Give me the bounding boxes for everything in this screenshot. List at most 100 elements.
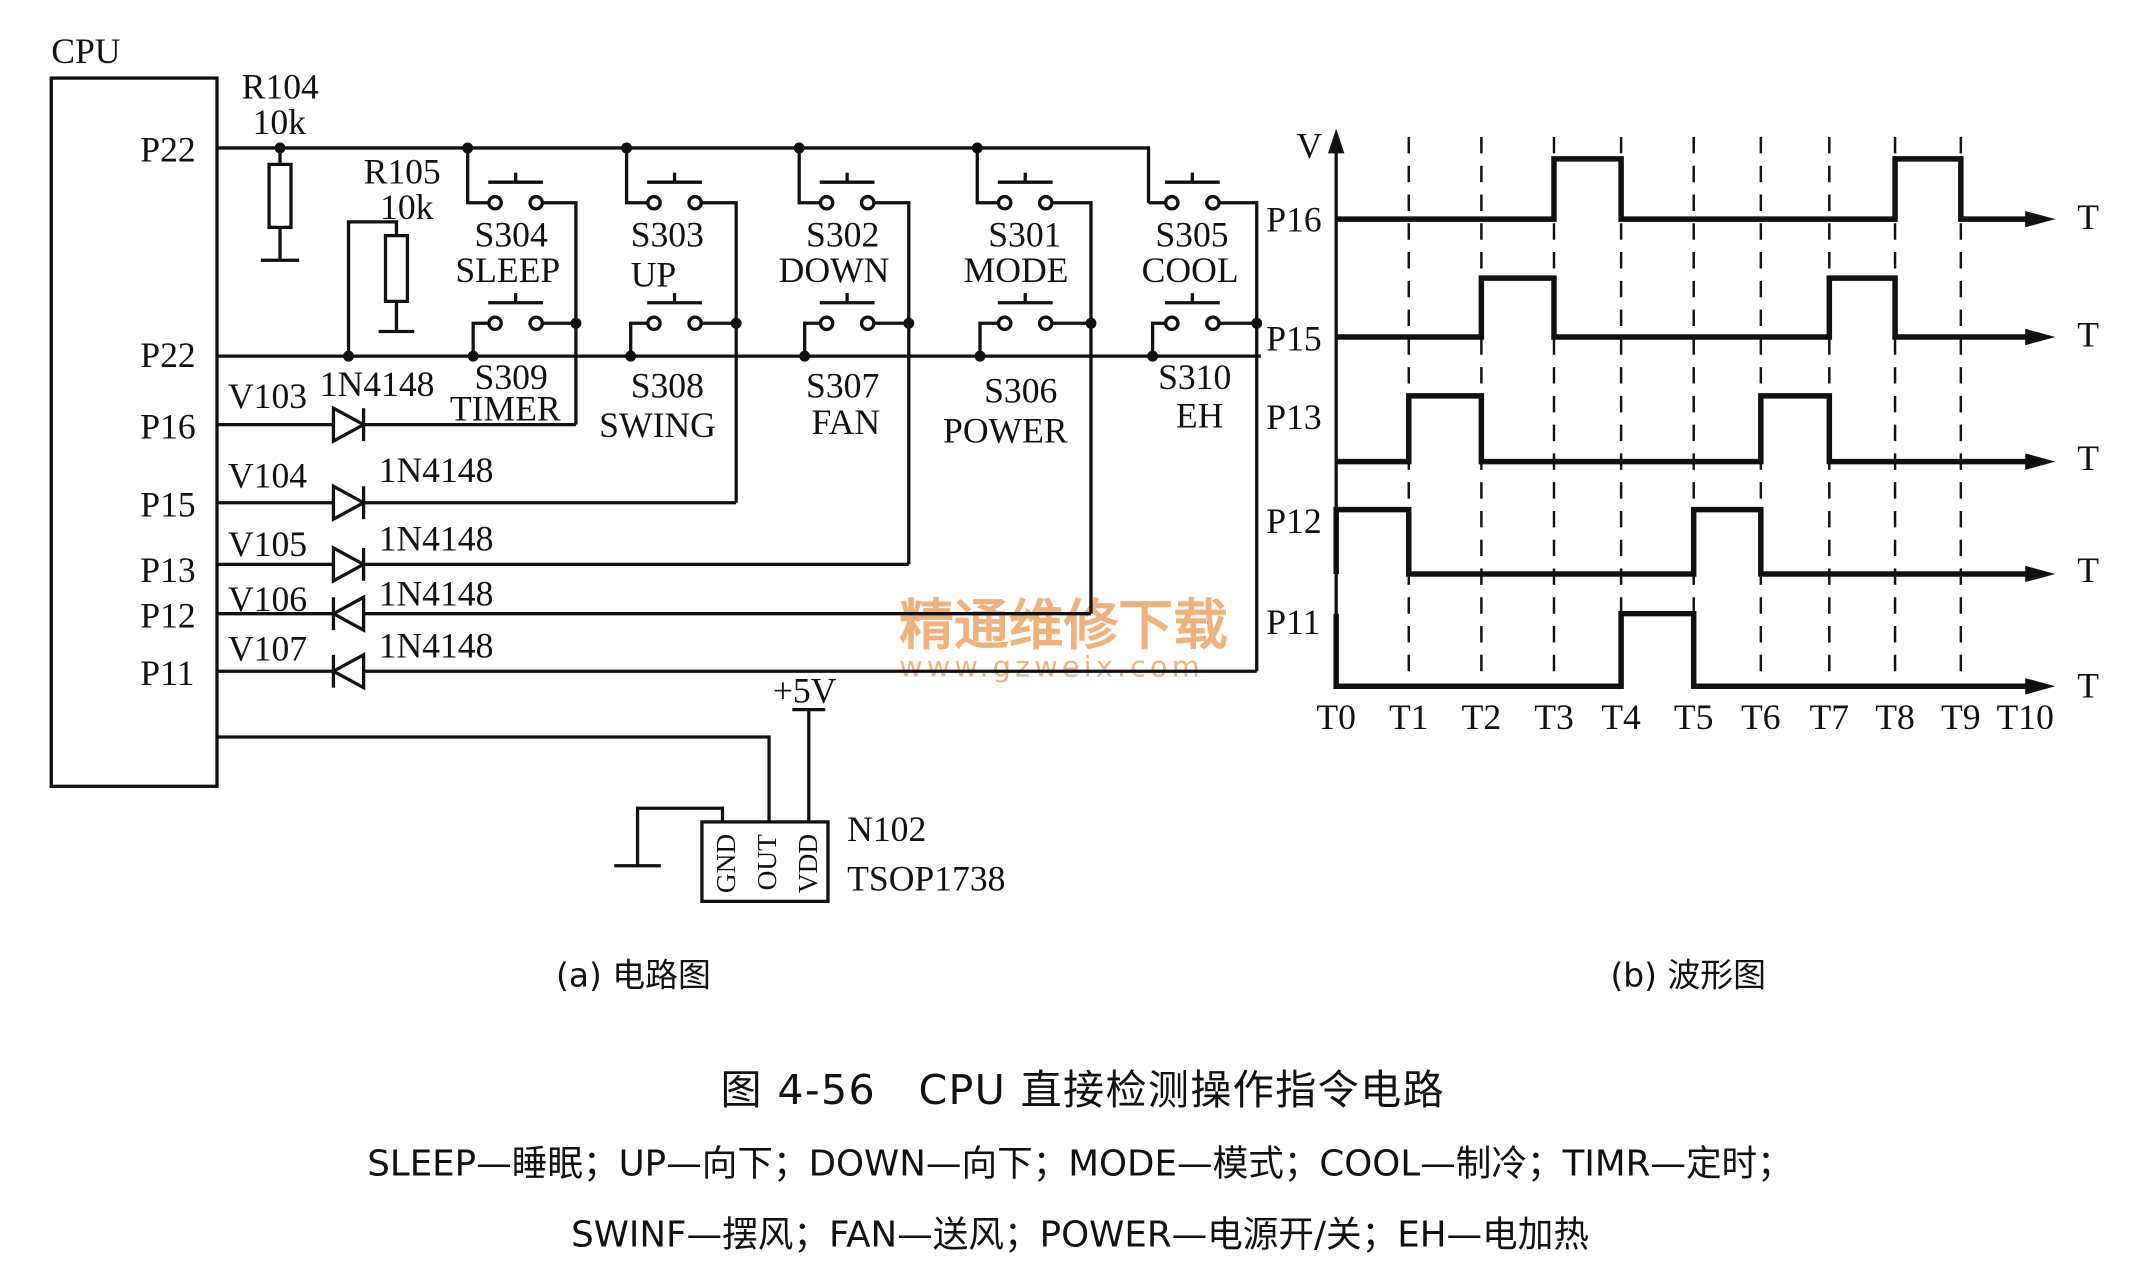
signal-label: P15 — [1266, 319, 1321, 359]
top-switch-row — [466, 147, 1259, 672]
diode-name-v106: V106 — [228, 579, 307, 619]
pin-label: P22 — [140, 335, 195, 375]
signal-label: P11 — [1266, 602, 1320, 642]
legend-line-1: SLEEP—睡眠；UP—向下；DOWN—向下；MODE—模式；COOL—制冷；T… — [367, 1143, 1793, 1184]
switch-id-s310: S310 — [1158, 357, 1231, 397]
diode-rows — [217, 405, 1257, 691]
diode-name-v107: V107 — [228, 628, 307, 668]
bottom-switch-row — [471, 293, 1263, 357]
time-tick-label: T2 — [1462, 697, 1502, 737]
receiver-pin-vdd: VDD — [793, 834, 823, 893]
time-axis-label: T — [2077, 197, 2099, 237]
switch-id-s305: S305 — [1155, 215, 1228, 255]
circuit-diagram: CPU P22 P22 P16 P15 P13 P12 P11 R104 10k… — [49, 31, 1263, 994]
switch-label-sleep: SLEEP — [455, 250, 560, 290]
resistor-r104: R104 10k — [242, 67, 319, 262]
diode-type-v103: 1N4148 — [320, 364, 435, 404]
time-tick-label: T9 — [1941, 697, 1981, 737]
signal-trace-p11 — [1333, 610, 2034, 690]
time-arrow — [2025, 210, 2056, 228]
receiver-part: TSOP1738 — [847, 858, 1005, 898]
switch-id-s301: S301 — [988, 215, 1061, 255]
pin-label: P22 — [140, 130, 195, 170]
switch-id-s302: S302 — [806, 215, 879, 255]
circuit-caption: (a) 电路图 — [556, 955, 711, 994]
time-tick-label: T5 — [1674, 697, 1714, 737]
figure-title: 图 4-56 CPU 直接检测操作指令电路 — [720, 1066, 1445, 1114]
signal-trace-p15 — [1336, 275, 2034, 340]
receiver-name: N102 — [847, 809, 926, 849]
switch-label-up: UP — [631, 254, 677, 294]
time-axis-label: T — [2077, 315, 2099, 355]
v-axis-arrow — [1327, 128, 1345, 154]
waveform-traces — [1333, 156, 2056, 695]
resistor-r105: R105 10k — [346, 152, 441, 357]
r104-name: R104 — [242, 67, 319, 107]
signal-trace-p12 — [1333, 506, 2034, 577]
cpu-label: CPU — [51, 31, 120, 71]
pin-label: P16 — [140, 406, 195, 446]
time-tick-label: T10 — [1997, 697, 2054, 737]
switch-id-s308: S308 — [631, 365, 704, 405]
signal-trace-p16 — [1336, 156, 2034, 222]
waveform-caption: (b) 波形图 — [1610, 955, 1766, 994]
legend-line-2: SWINF—摆风；FAN—送风；POWER—电源开/关；EH—电加热 — [571, 1215, 1589, 1256]
switch-id-s303: S303 — [631, 215, 704, 255]
switch-label-down: DOWN — [779, 250, 890, 290]
time-tick-label: T4 — [1601, 697, 1641, 737]
p22-top-bus — [217, 146, 1151, 203]
watermark-title: 精通维修下载 — [899, 593, 1228, 657]
time-axis-label: T — [2077, 438, 2099, 478]
time-tick-label: T1 — [1389, 697, 1429, 737]
signal-label: P16 — [1266, 200, 1321, 240]
pin-label: P13 — [140, 550, 195, 590]
ir-receiver-n102: +5V GND OUT VDD N102 TSOP1738 — [217, 671, 1005, 904]
diode-name-v103: V103 — [228, 376, 307, 416]
diode-type-v105: 1N4148 — [379, 519, 494, 559]
switch-label-cool: COOL — [1142, 250, 1239, 290]
switch-id-s304: S304 — [475, 215, 548, 255]
switch-label-eh: EH — [1176, 395, 1223, 435]
time-arrow — [2025, 453, 2056, 470]
watermark: 精通维修下载 www.gzweix.com — [899, 593, 1228, 684]
switch-label-swing: SWING — [599, 405, 716, 445]
r105-name: R105 — [364, 152, 441, 192]
time-arrow — [2025, 678, 2056, 695]
switch-label-mode: MODE — [964, 250, 1069, 290]
switch-id-s306: S306 — [984, 371, 1057, 411]
signal-label: P12 — [1266, 501, 1321, 541]
receiver-pin-gnd: GND — [711, 834, 741, 893]
time-axis-label: T — [2077, 665, 2099, 705]
pin-label: P15 — [140, 484, 195, 524]
diode-name-v104: V104 — [228, 456, 307, 496]
watermark-url: www.gzweix.com — [899, 650, 1204, 684]
diode-name-v105: V105 — [228, 524, 307, 564]
signal-label: P13 — [1266, 397, 1321, 437]
r104-value: 10k — [253, 102, 307, 142]
time-axis-label: T — [2077, 550, 2099, 590]
time-tick-label: T8 — [1875, 697, 1915, 737]
v-axis-label: V — [1296, 126, 1322, 166]
time-arrow — [2025, 328, 2056, 346]
pin-label: P11 — [140, 653, 194, 693]
receiver-pin-out: OUT — [752, 834, 782, 891]
switch-label-timer: TIMER — [450, 389, 561, 429]
pin-label: P12 — [140, 595, 195, 635]
time-tick-label: T3 — [1534, 697, 1574, 737]
time-tick-label: T0 — [1316, 697, 1356, 737]
switch-id-s307: S307 — [806, 365, 879, 405]
diode-type-v106: 1N4148 — [379, 573, 494, 613]
time-tick-label: T7 — [1810, 697, 1850, 737]
switch-label-power: POWER — [943, 410, 1068, 450]
switch-id-s309: S309 — [475, 357, 548, 397]
cpu-block — [49, 76, 219, 788]
supply-label: +5V — [773, 671, 837, 711]
r105-value: 10k — [380, 187, 434, 227]
time-arrow — [2025, 565, 2056, 583]
time-tick-label: T6 — [1741, 697, 1781, 737]
switch-label-fan: FAN — [812, 402, 881, 442]
